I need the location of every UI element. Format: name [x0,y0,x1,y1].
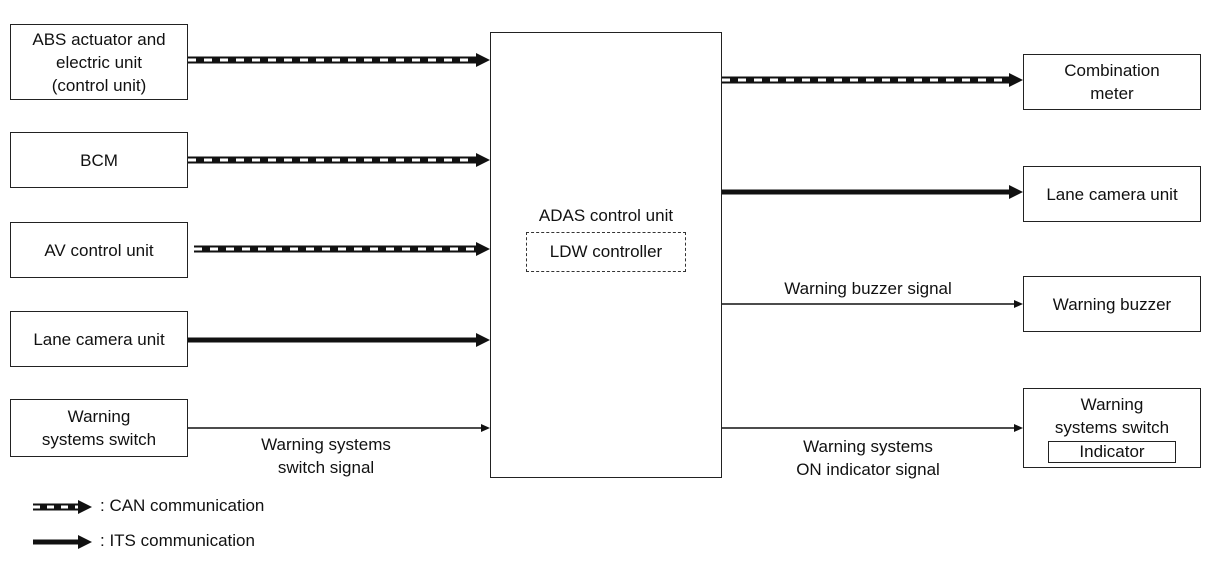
warning-buzzer-box: Warning buzzer [1023,276,1201,332]
warning-buzzer-label: Warning buzzer [1052,294,1172,314]
lane-camera-in-label: Lane camera unit [33,329,165,349]
switch-signal-label: Warning systems switch signal [226,433,426,479]
av-control-unit-box: AV control unit [10,222,188,278]
switch-in-line-2: systems switch [41,430,157,449]
can-line-av [194,242,490,256]
on-indicator-line-2: ON indicator signal [796,460,940,479]
bcm-box: BCM [10,132,188,188]
switch-out-line-1: Warning [1080,395,1144,414]
signal-line-indicator [722,424,1023,432]
on-indicator-signal-label: Warning systems ON indicator signal [758,435,978,481]
lane-camera-unit-output-box: Lane camera unit [1023,166,1201,222]
combination-line-2: meter [1090,84,1134,103]
av-label: AV control unit [44,240,154,260]
abs-actuator-box: ABS actuator and electric unit (control … [10,24,188,100]
combination-meter-box: Combination meter [1023,54,1201,110]
indicator-box: Indicator [1048,441,1176,463]
abs-line-2: electric unit [56,52,142,72]
abs-line-1: ABS actuator and [32,29,166,49]
can-line-abs [188,53,490,67]
its-line-lane-camera-out [722,185,1023,199]
buzzer-signal-label: Warning buzzer signal [784,279,952,298]
warning-systems-switch-output-box: Warning systems switch Indicator [1023,388,1201,468]
can-line-bcm [188,153,490,167]
can-line-combination-meter [722,73,1023,87]
signal-line-buzzer [722,300,1023,308]
lane-camera-unit-input-box: Lane camera unit [10,311,188,367]
warning-systems-switch-input-box: Warning systems switch [10,399,188,457]
legend-can-label: : CAN communication [100,496,265,515]
switch-signal-line-1: Warning systems [261,435,391,454]
legend-its-label: : ITS communication [100,531,255,550]
adas-control-unit-title: ADAS control unit [538,206,674,225]
switch-out-line-2: systems switch [1054,418,1170,437]
signal-line-switch [188,424,490,432]
switch-in-line-1: Warning [67,407,131,426]
legend-its-arrow [33,535,92,549]
abs-line-3: (control unit) [51,75,147,95]
legend-can-arrow [33,500,92,514]
bcm-label: BCM [80,150,118,170]
ldw-controller-label: LDW controller [549,242,663,261]
switch-signal-line-2: switch signal [277,458,375,477]
on-indicator-line-1: Warning systems [803,437,933,456]
ldw-controller-box: LDW controller [526,232,686,272]
its-line-lane-camera-in [188,333,490,347]
adas-control-unit-box [490,32,722,478]
combination-line-1: Combination [1064,61,1160,80]
lane-camera-out-label: Lane camera unit [1046,184,1178,204]
